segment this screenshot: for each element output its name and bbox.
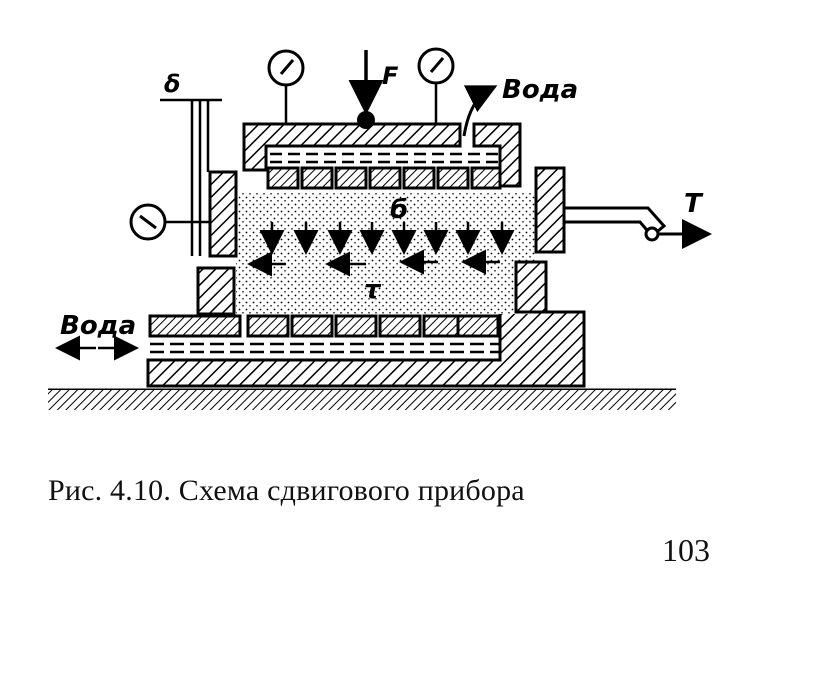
dial-gauge-top-left-icon [267, 49, 305, 124]
dial-gauge-top-right-icon [417, 47, 455, 124]
upper-porous-stones [266, 166, 502, 190]
shear-force-label: T [684, 189, 704, 219]
soil-sample [236, 192, 536, 314]
lower-ring-right [514, 260, 548, 314]
upper-ring-left [208, 170, 238, 258]
tau-label: τ [364, 275, 382, 305]
shear-force-linkage [564, 206, 712, 249]
delta-dimension [160, 98, 222, 256]
upper-water-layer [270, 152, 498, 164]
lower-porous-stones [148, 314, 500, 338]
water-outflow-arrow [462, 85, 498, 137]
base-block [146, 310, 586, 388]
ground [48, 388, 676, 410]
loading-plate [242, 122, 522, 188]
page-number: 103 [662, 532, 710, 568]
dial-gauge-left-icon [129, 203, 210, 241]
lower-ring-left [196, 266, 236, 316]
water-left-label: Вода [60, 311, 136, 341]
shear-device-diagram: F Вода Вода T δ б τ [48, 47, 712, 410]
lower-water-layer [150, 342, 500, 354]
delta-label: δ [164, 70, 181, 98]
sigma-label: б [390, 195, 408, 225]
water-top-label: Вода [502, 75, 578, 105]
figure-caption: Рис. 4.10. Схема сдвигового прибора [48, 474, 525, 507]
vertical-force [348, 50, 384, 129]
shear-plane-arrows [247, 249, 500, 277]
upper-ring-right [534, 166, 566, 254]
force-label: F [382, 62, 399, 90]
normal-stress-arrows [259, 222, 515, 255]
